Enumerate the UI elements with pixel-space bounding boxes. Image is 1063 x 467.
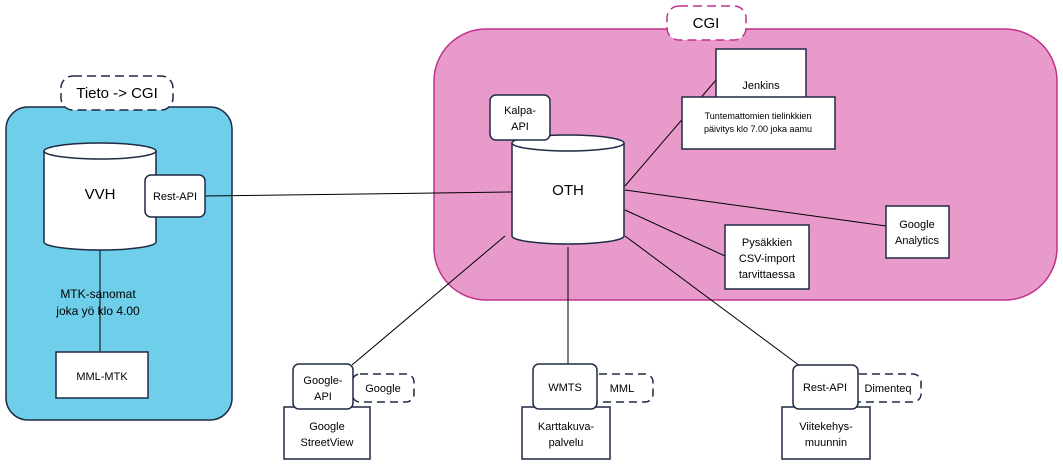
viitekehysmuunnin-label-line2: muunnin <box>805 437 847 449</box>
cgi-group-tag <box>666 5 747 41</box>
oth-cylinder-body <box>511 143 625 245</box>
google-analytics-box <box>885 205 950 259</box>
vvh-cylinder-top <box>43 142 157 160</box>
wmts-label: WMTS <box>548 382 582 394</box>
mml-mtk-box <box>55 351 149 399</box>
connector-rest-api-oth <box>203 191 513 197</box>
jenkins-box <box>715 48 807 100</box>
kalpa-api-label-line1: Kalpa- <box>504 105 536 117</box>
karttakuvapalvelu-label-line1: Karttakuva- <box>538 421 595 433</box>
tuntemattomien-label-line2: päivitys klo 7.00 joka aamu <box>704 124 812 134</box>
viitekehysmuunnin-box <box>781 406 871 460</box>
jenkins-label: Jenkins <box>742 80 780 92</box>
rest-api-left-label: Rest-API <box>153 191 197 203</box>
viitekehysmuunnin-label-line1: Viitekehys- <box>799 421 853 433</box>
cgi-group-tag-label: CGI <box>693 15 720 32</box>
connector-oth-google-api <box>351 235 506 366</box>
google-streetview-box <box>283 406 371 460</box>
vvh-database: VVH <box>43 142 157 251</box>
wmts-box <box>532 363 598 410</box>
rest-api-bottom-box <box>792 364 859 410</box>
tuntemattomien-label-line1: Tuntemattomien tielinkkien <box>705 111 812 121</box>
karttakuvapalvelu-label-line2: palvelu <box>549 437 584 449</box>
mml-tag-label: MML <box>610 383 634 395</box>
oth-database: OTH <box>511 134 625 245</box>
connector-oth-rest-api-bottom <box>624 235 801 367</box>
karttakuvapalvelu-box <box>521 406 611 460</box>
google-analytics-label-line2: Analytics <box>895 235 940 247</box>
dimenteq-tag-label: Dimenteq <box>864 383 911 395</box>
oth-label: OTH <box>552 182 584 199</box>
tieto-group-tag <box>60 75 174 111</box>
google-api-box <box>292 363 354 410</box>
pysakkien-label-line2: CSV-import <box>739 253 795 265</box>
vvh-cylinder-body <box>43 151 157 251</box>
google-api-label-line2: API <box>314 391 332 403</box>
kalpa-api-label-line2: API <box>511 121 529 133</box>
google-streetview-label-line1: Google <box>309 421 344 433</box>
mtk-note-line1: MTK-sanomat <box>60 287 136 301</box>
pysakkien-label-line3: tarvittaessa <box>739 269 796 281</box>
tieto-group-tag-label: Tieto -> CGI <box>76 85 158 102</box>
rest-api-bottom-label: Rest-API <box>803 382 847 394</box>
google-streetview-label-line2: StreetView <box>301 437 354 449</box>
mtk-note-line2: joka yö klo 4.00 <box>55 304 140 318</box>
connector-oth-pysakkien <box>624 209 726 257</box>
google-tag-label: Google <box>365 383 400 395</box>
google-api-label-line1: Google- <box>303 375 342 387</box>
mml-mtk-label: MML-MTK <box>76 371 128 383</box>
google-analytics-label-line1: Google <box>899 219 934 231</box>
tuntemattomien-box <box>681 96 836 150</box>
pysakkien-label-line1: Pysäkkien <box>742 237 792 249</box>
rest-api-left-box <box>144 174 206 218</box>
pysakkien-box <box>724 224 810 290</box>
vvh-label: VVH <box>85 186 116 203</box>
connector-oth-google-analytics <box>624 189 887 227</box>
kalpa-api-box <box>489 94 551 141</box>
